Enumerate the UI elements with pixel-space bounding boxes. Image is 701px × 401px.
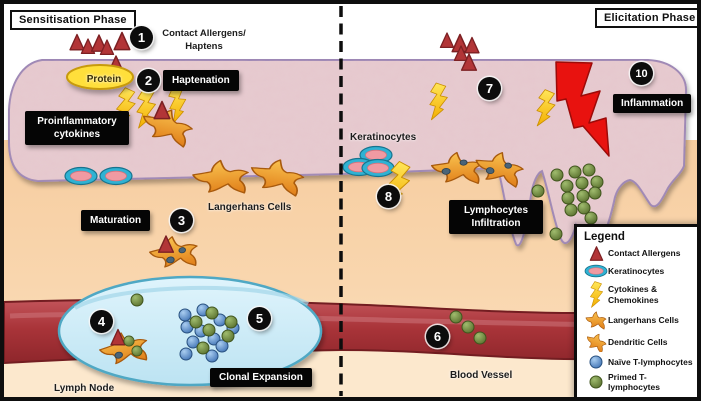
clonal-expansion-label: Clonal Expansion [210, 368, 312, 387]
contact-allergen-icon [584, 246, 608, 261]
legend-label: Langerhans Cells [608, 315, 679, 326]
langerhans-cells-label: Langerhans Cells [208, 202, 292, 213]
legend-label: Contact Allergens [608, 248, 681, 259]
protein-label: Protein [86, 74, 122, 85]
inflammation-bolt [555, 61, 610, 157]
maturation-label: Maturation [81, 210, 151, 231]
langerhans-cell-icon [584, 311, 608, 330]
contact-allergens-line1: Contact Allergens/ [162, 28, 246, 39]
blood-vessel-label: Blood Vessel [450, 370, 513, 381]
contact-allergens-line2: Haptens [185, 41, 223, 53]
step-4-badge: 4 [90, 310, 113, 333]
inflammation-label: Inflammation [613, 94, 692, 113]
legend-item-langerhans: Langerhans Cells [584, 311, 697, 330]
proinflammatory-line2: cytokines [53, 129, 101, 140]
legend-label: Keratinocytes [608, 265, 665, 276]
step-2-badge: 2 [137, 69, 160, 92]
legend-item-contact-allergens: Contact Allergens [584, 246, 697, 261]
dendritic-cell-icon [584, 333, 608, 352]
lymphocytes-line2: Infiltration [471, 218, 521, 229]
keratinocytes-label: Keratinocytes [350, 132, 417, 143]
primed-tcell-icon [584, 375, 608, 389]
legend-item-keratinocytes: Keratinocytes [584, 264, 697, 278]
contact-allergens-label: Contact Allergens/ Haptens [154, 27, 254, 54]
legend-label: Naïve T-lymphocytes [608, 356, 693, 367]
langerhans-cells [96, 104, 526, 372]
legend-label: Cytokines & Chemokines [608, 284, 659, 305]
legend-panel: Legend Contact Allergens Keratinocytes C… [574, 224, 697, 397]
elicitation-phase-label: Elicitation Phase [595, 8, 697, 28]
legend-item-dendritic: Dendritic Cells [584, 333, 697, 352]
naive-tcell-icon [584, 355, 608, 369]
sensitisation-phase-label: Sensitisation Phase [10, 10, 136, 30]
legend-label: Dendritic Cells [608, 337, 668, 348]
lymphocytes-line1: Lymphocytes [463, 205, 529, 216]
keratinocyte-icon [584, 264, 608, 278]
step-1-badge: 1 [130, 26, 153, 49]
step-10-badge: 10 [630, 62, 653, 85]
cytokine-icon [584, 281, 608, 308]
step-7-badge: 7 [478, 77, 501, 100]
legend-item-primed-tcells: Primed T-lymphocytes [584, 372, 697, 393]
legend-item-cytokines: Cytokines & Chemokines [584, 281, 697, 308]
step-5-badge: 5 [248, 307, 271, 330]
lymph-node-label: Lymph Node [54, 383, 115, 394]
step-6-badge: 6 [426, 325, 449, 348]
legend-label: Primed T-lymphocytes [608, 372, 660, 393]
legend-item-naive-tcells: Naïve T-lymphocytes [584, 355, 697, 369]
proinflammatory-line1: Proinflammatory [37, 116, 117, 127]
legend-title: Legend [584, 231, 625, 243]
proinflammatory-cytokines-label: Proinflammatory cytokines [25, 111, 129, 145]
lymphocytes-infiltration-label: Lymphocytes Infiltration [449, 200, 543, 234]
protein-shape [66, 64, 134, 90]
haptenation-label: Haptenation [163, 70, 239, 91]
step-3-badge: 3 [170, 209, 193, 232]
step-8-badge: 8 [377, 185, 400, 208]
